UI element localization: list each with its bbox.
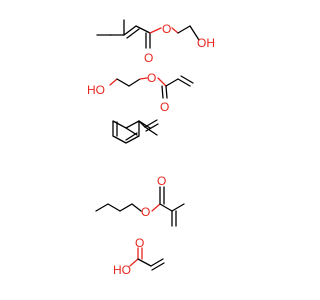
molecule-styrene [112, 119, 159, 144]
molecule-hea: HO O O [87, 71, 194, 114]
atom-label-o-carbonyl-2: O [160, 100, 169, 114]
molecule-hema: O O OH [96, 19, 215, 65]
atom-label-ho-5: HO [113, 263, 131, 277]
molecule-butyl-methacrylate: O O [95, 174, 185, 227]
atom-label-ho-2: HO [87, 83, 105, 97]
atom-label-o-ester-1: O [162, 22, 171, 36]
atom-label-o-carbonyl-1: O [144, 51, 153, 65]
structure-canvas: O O OH HO O O [87, 19, 215, 277]
molecule-acrylic-acid: O HO [113, 236, 165, 277]
atom-label-o-carbonyl-4: O [157, 174, 166, 188]
atom-label-o-carbonyl-5: O [135, 236, 144, 250]
atom-label-oh-1: OH [197, 36, 215, 50]
atom-label-o-ester-4: O [141, 205, 150, 219]
atom-label-o-ester-2: O [147, 71, 156, 85]
